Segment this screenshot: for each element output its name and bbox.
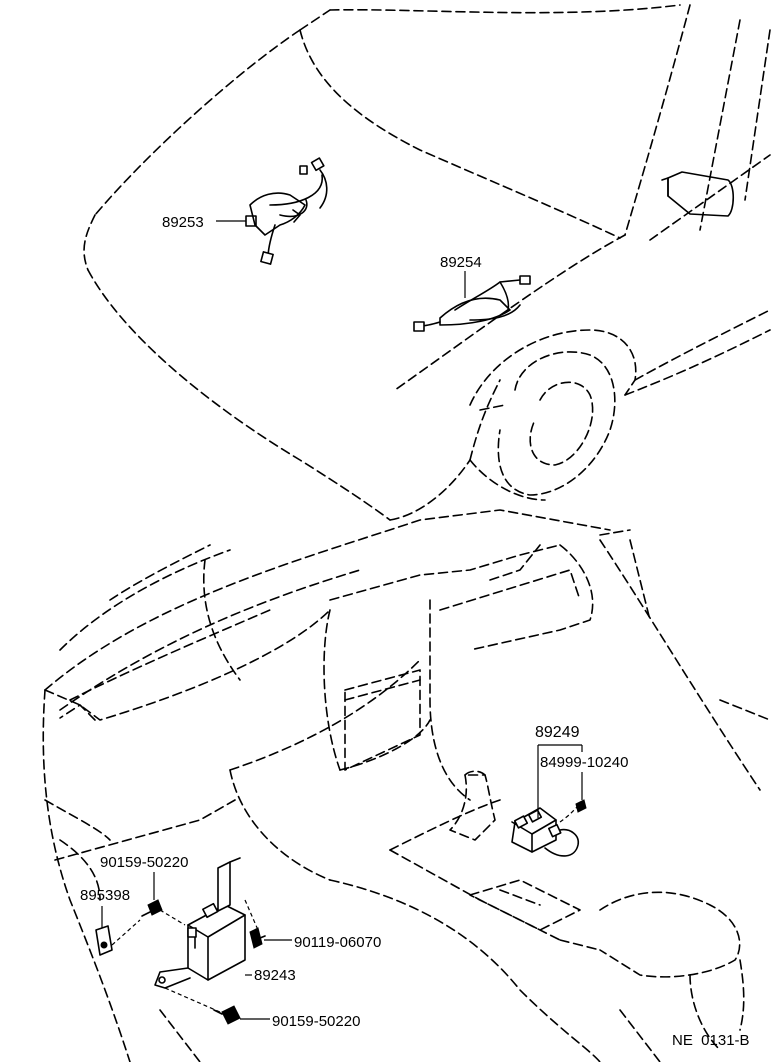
label-84999: 84999-10240 — [540, 754, 628, 771]
car-front-outline — [83, 4, 771, 521]
label-90159-lower: 90159-50220 — [272, 1013, 360, 1030]
callout-89243: 89243 — [245, 967, 296, 984]
part-89249-unit — [511, 799, 587, 857]
label-89249: 89249 — [535, 724, 580, 741]
label-89243: 89243 — [254, 967, 296, 984]
figure-code: NE 0131-B — [672, 1032, 750, 1049]
part-89254-harness — [413, 275, 531, 332]
callout-89254: 89254 — [440, 254, 482, 298]
label-89253: 89253 — [162, 214, 204, 231]
callout-89249: 89249 — [535, 724, 583, 818]
callout-90159-upper: 90159-50220 — [100, 854, 188, 900]
label-90119: 90119-06070 — [294, 934, 381, 951]
label-90159-upper: 90159-50220 — [100, 854, 188, 871]
callout-89253: 89253 — [162, 214, 257, 231]
car-interior-outline — [42, 509, 771, 1062]
callout-90159-lower: 90159-50220 — [240, 1013, 360, 1030]
bolt-90159-upper — [141, 899, 186, 926]
callout-895398: 895398 — [80, 887, 130, 928]
label-895398: 895398 — [80, 887, 130, 904]
label-89254: 89254 — [440, 254, 482, 271]
callout-90119: 90119-06070 — [264, 934, 381, 951]
part-89243-ecu — [154, 857, 246, 989]
bracket-895398 — [95, 919, 141, 956]
part-89253-harness — [249, 157, 328, 265]
bolt-90159-lower — [164, 987, 241, 1025]
callout-84999: 84999-10240 — [540, 754, 628, 800]
bolt-90119 — [244, 899, 266, 949]
